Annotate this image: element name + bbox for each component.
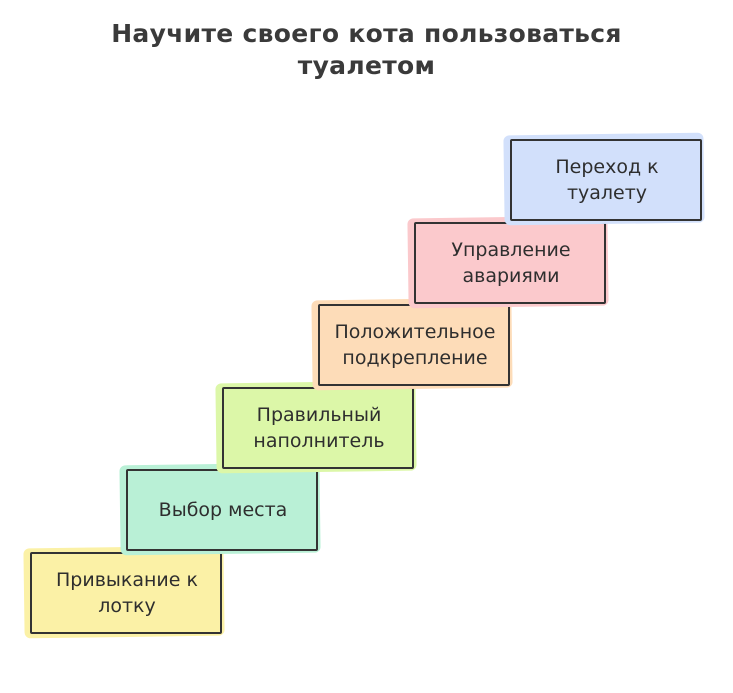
step-label: Переход к туалету (555, 156, 659, 204)
step-label: Выбор места (158, 499, 288, 521)
step-label: Управление авариями (451, 239, 571, 287)
step-litter-box: Привыкание к лотку (23, 545, 225, 639)
step-label: Положительное подкрепление (334, 321, 496, 369)
step-label: Привыкание к лотку (56, 569, 198, 617)
step-location: Выбор места (119, 462, 321, 556)
step-reinforcement: Положительное подкрепление (311, 297, 513, 391)
step-toilet: Переход к туалету (503, 132, 705, 226)
step-label: Правильный наполнитель (253, 404, 385, 452)
step-frame (510, 139, 702, 221)
diagram-title: Научите своего кота пользоваться туалето… (111, 19, 622, 80)
step-accidents: Управление авариями (407, 215, 609, 309)
step-litter: Правильный наполнитель (215, 380, 417, 474)
